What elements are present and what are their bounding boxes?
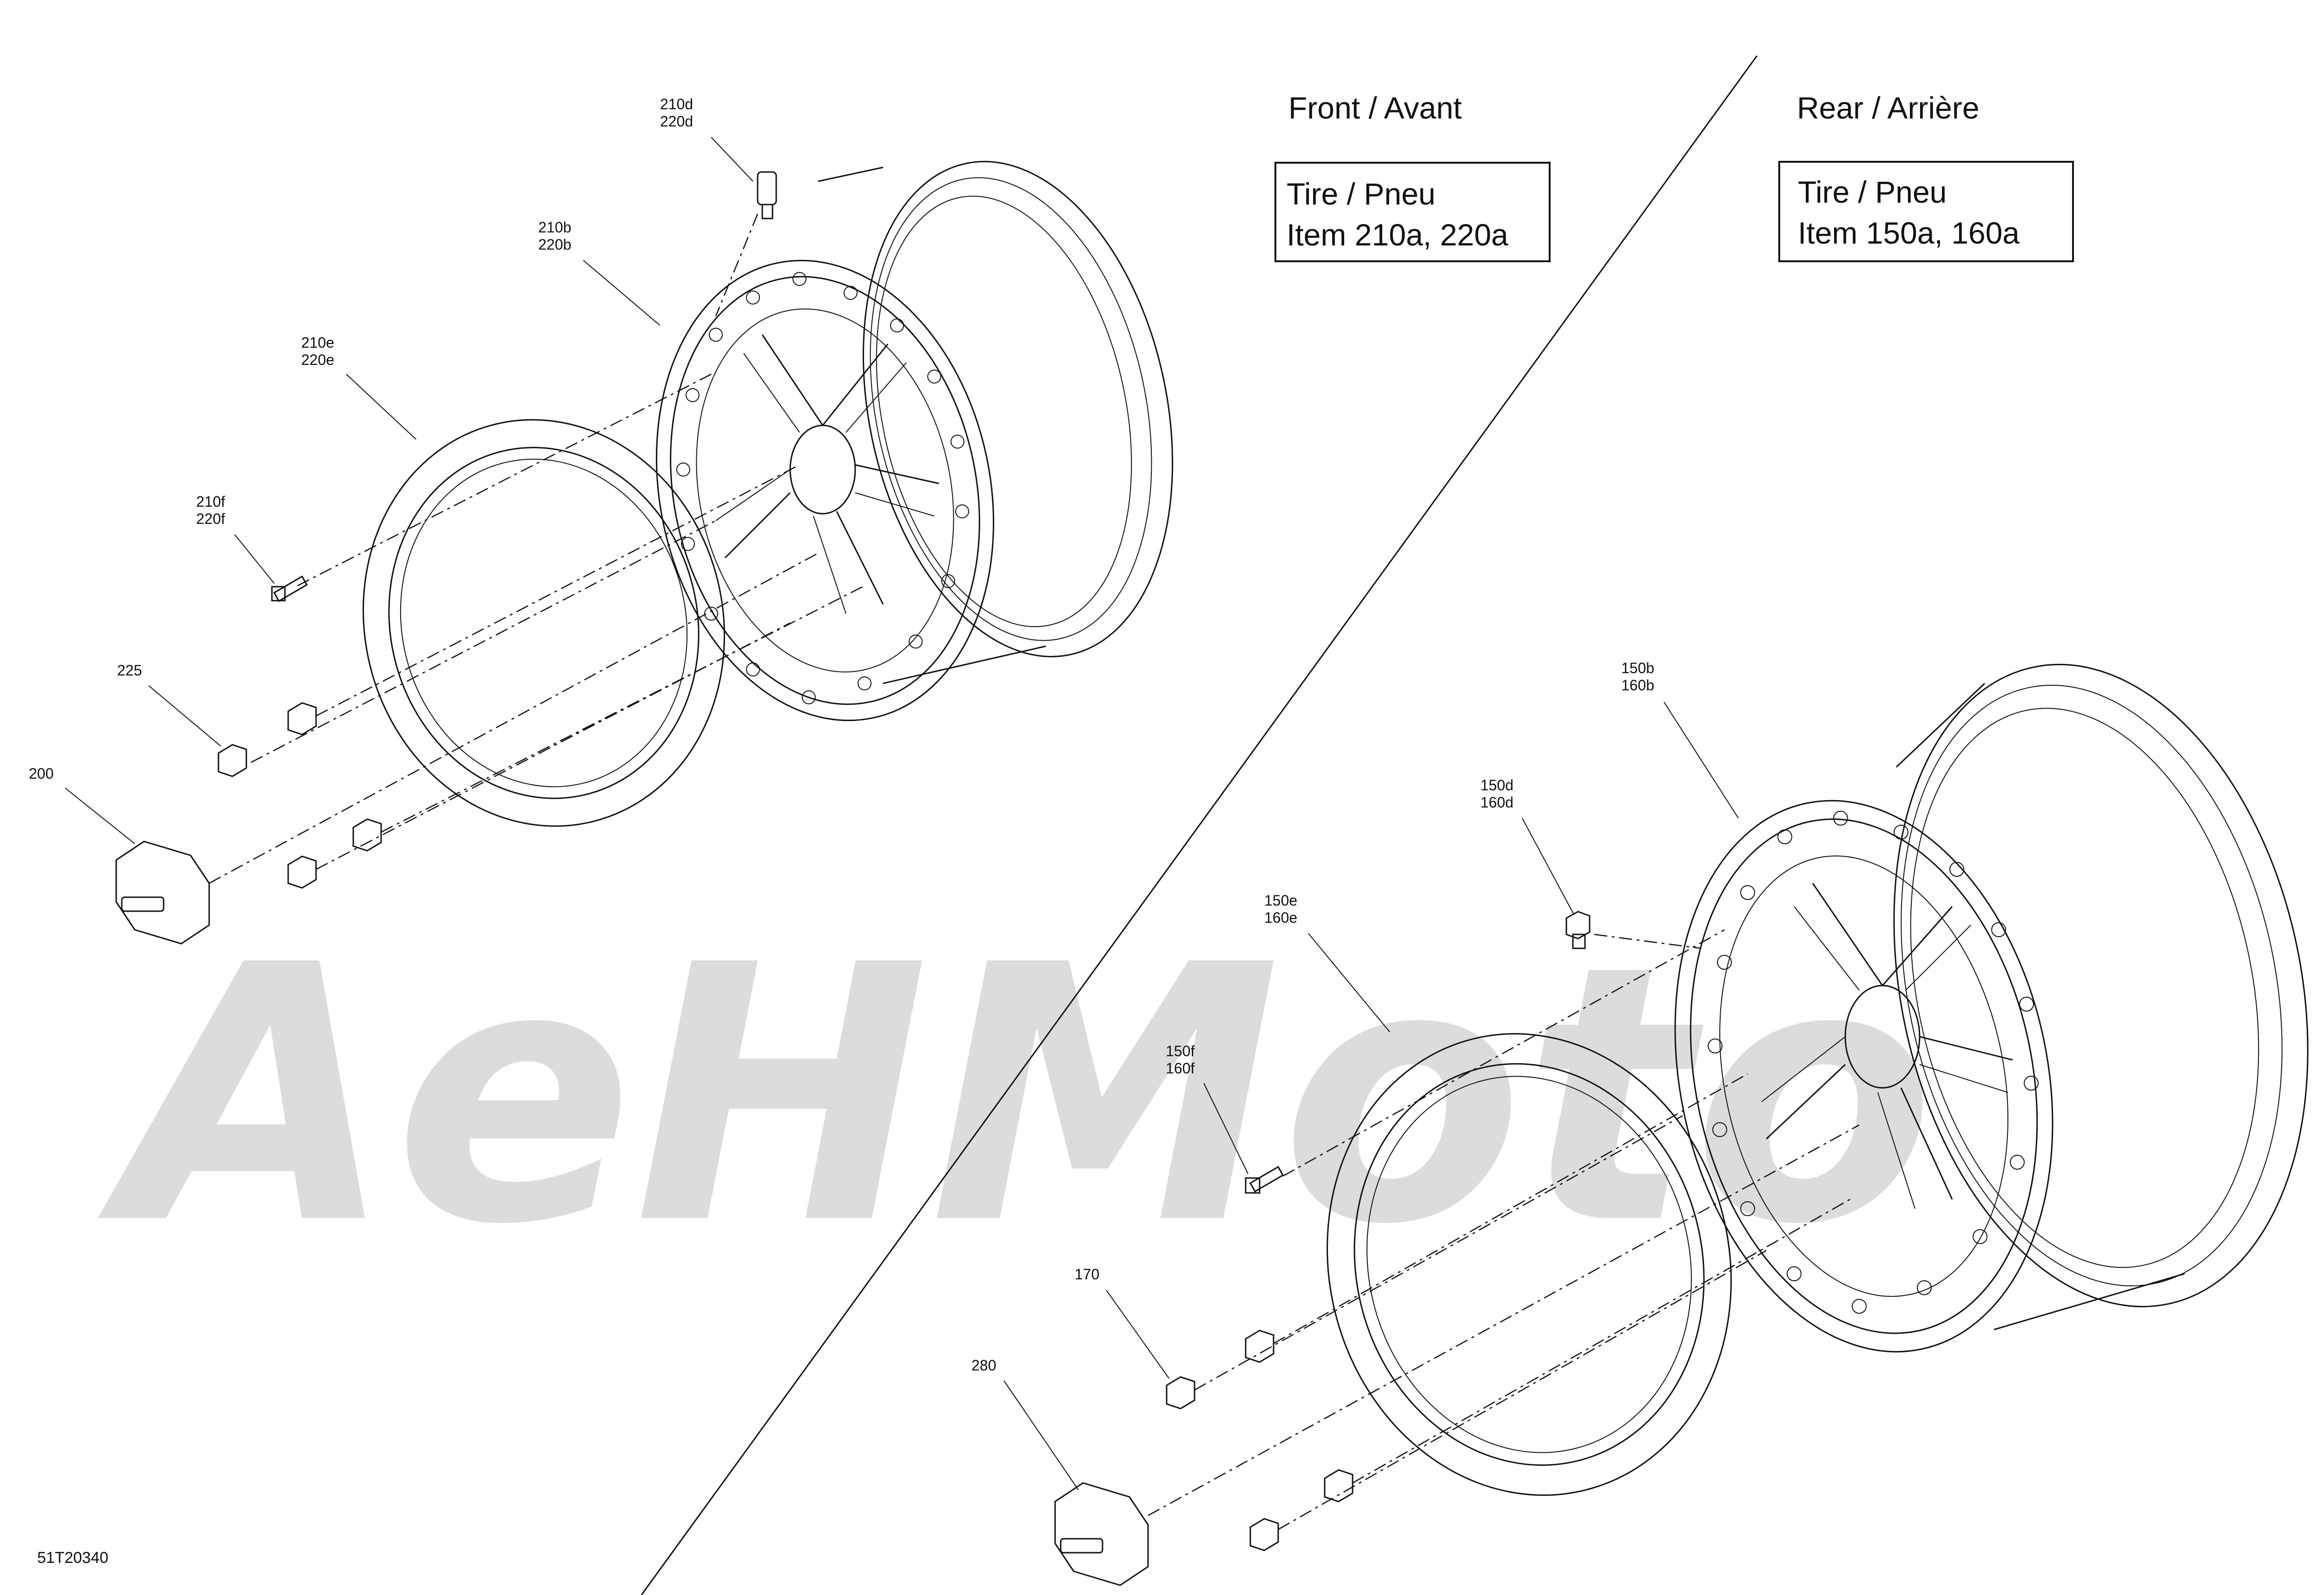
callout-210b-line2: 220b xyxy=(538,236,571,253)
rear-assembly-line-5 xyxy=(1352,1198,1850,1484)
front-tire-box-line2: Item 210a, 220a xyxy=(1287,218,1508,252)
front-assembly-line-5 xyxy=(381,585,865,833)
callout-225-label: 225 xyxy=(117,662,142,679)
front-assembly-line-1 xyxy=(715,213,759,317)
front-valve-stem xyxy=(757,171,777,219)
callout-170-label: 170 xyxy=(1075,1266,1099,1283)
rear-tire-box-line1: Tire / Pneu xyxy=(1798,175,1947,209)
callout-210d-line1: 210d xyxy=(660,96,693,113)
front-wheel xyxy=(656,259,994,721)
front-wheel-assembly xyxy=(115,161,1174,945)
rear-screw xyxy=(1245,1165,1284,1194)
rear-assembly-line-1 xyxy=(1594,933,1702,949)
front-assembly-line-4 xyxy=(251,520,716,763)
callout-280-label: 280 xyxy=(971,1357,996,1374)
rear-header: Rear / Arrière xyxy=(1797,91,1979,125)
rear-assembly-line-2 xyxy=(1282,929,1725,1177)
watermark-text: AeHMoto xyxy=(93,891,1935,1302)
callout-150f: 150f 160f xyxy=(1166,1043,1248,1174)
callout-150d-line2: 160d xyxy=(1480,794,1513,811)
rear-wheel-bolts xyxy=(1708,811,2039,1314)
callout-210f-line2: 220f xyxy=(196,510,225,527)
rear-rim xyxy=(1893,663,2309,1330)
front-screw xyxy=(271,575,308,602)
front-beadlock-ring xyxy=(363,419,725,827)
rear-tire-box-line2: Item 150a, 160a xyxy=(1798,216,2020,250)
rear-hub-cap xyxy=(1054,1482,1149,1586)
callout-150d: 150d 160d xyxy=(1480,777,1574,914)
front-assembly-line-3 xyxy=(316,464,800,717)
watermark: AeHMoto xyxy=(93,891,1935,1302)
callout-200: 200 xyxy=(29,765,135,844)
callout-210e-line1: 210e xyxy=(301,334,334,351)
front-hub-cap xyxy=(115,841,210,945)
callout-210b-line1: 210b xyxy=(538,219,571,236)
callout-210e: 210e 220e xyxy=(301,334,416,440)
callout-150f-line2: 160f xyxy=(1166,1060,1195,1077)
section-divider xyxy=(640,55,1758,1595)
rear-assembly-line-4 xyxy=(1194,1115,1683,1391)
callout-150d-line1: 150d xyxy=(1480,777,1513,794)
callout-200-label: 200 xyxy=(29,765,53,782)
rear-wheel xyxy=(1674,800,2053,1353)
callout-150f-line1: 150f xyxy=(1166,1043,1195,1059)
front-assembly-line-7 xyxy=(209,552,819,884)
front-lug-nuts xyxy=(218,702,382,889)
callout-210b: 210b 220b xyxy=(538,219,660,326)
callout-170: 170 xyxy=(1075,1266,1169,1379)
callout-210f-line1: 210f xyxy=(196,493,225,510)
callout-210d-line2: 220d xyxy=(660,113,693,130)
callout-150b-line2: 160b xyxy=(1621,677,1654,694)
front-assembly-line-2 xyxy=(297,371,716,587)
rear-tire-box: Tire / Pneu Item 150a, 160a xyxy=(1778,161,2074,262)
rear-assembly-line-7 xyxy=(1148,1124,1860,1516)
front-tire-box-line1: Tire / Pneu xyxy=(1287,177,1435,211)
callout-280: 280 xyxy=(971,1357,1079,1490)
callout-150b: 150b 160b xyxy=(1621,660,1739,819)
front-header: Front / Avant xyxy=(1288,91,1462,125)
callout-150e: 150e 160e xyxy=(1264,892,1390,1032)
front-rim xyxy=(818,161,1174,684)
rear-assembly-line-3 xyxy=(1273,1073,1748,1344)
rear-lug-nuts xyxy=(1166,1330,1353,1551)
front-assembly-line-6 xyxy=(316,622,791,870)
callout-210f: 210f 220f xyxy=(196,493,275,584)
callout-150e-line2: 160e xyxy=(1264,909,1297,926)
callout-210e-line2: 220e xyxy=(301,351,334,368)
callout-150b-line1: 150b xyxy=(1621,660,1654,676)
diagram-id: 51T20340 xyxy=(37,1549,108,1567)
callout-210d: 210d 220d xyxy=(660,96,753,182)
rear-assembly-line-6 xyxy=(1278,1250,1767,1530)
callout-225: 225 xyxy=(117,662,221,747)
front-wheel-bolts xyxy=(676,272,969,704)
rear-beadlock-ring xyxy=(1327,1033,1732,1496)
rear-valve-stem xyxy=(1565,911,1591,949)
front-tire-box: Tire / Pneu Item 210a, 220a xyxy=(1274,162,1551,262)
callout-150e-line1: 150e xyxy=(1264,892,1297,909)
rear-wheel-assembly xyxy=(1054,663,2309,1586)
